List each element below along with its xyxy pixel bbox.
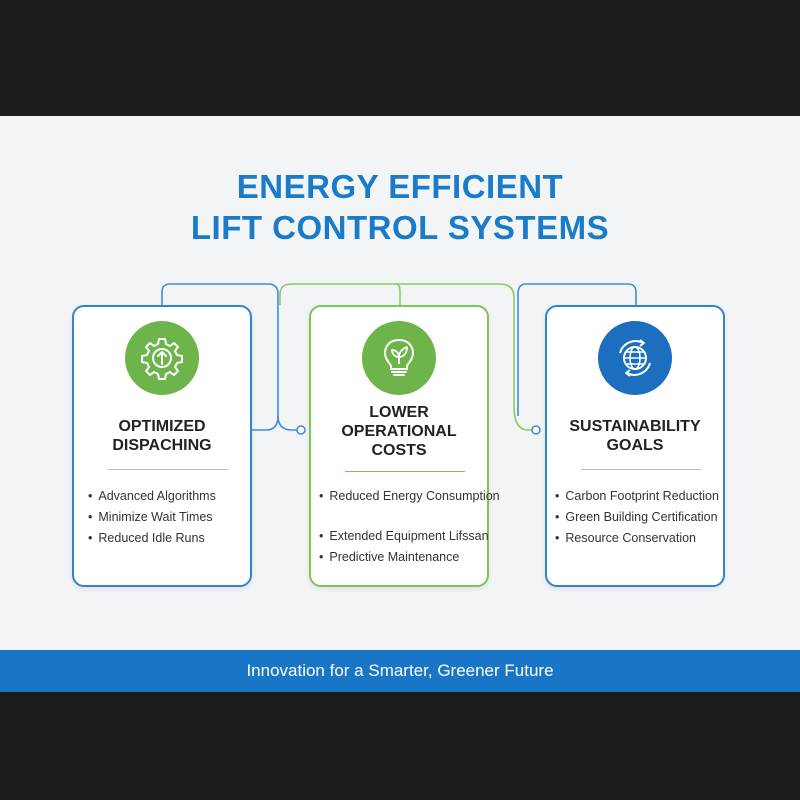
- footer-banner: Innovation for a Smarter, Greener Future: [0, 650, 800, 692]
- lightbulb-leaf-icon: [383, 338, 415, 376]
- title-line-1: ENERGY EFFICIENT: [236, 168, 564, 205]
- card-title: OPTIMIZED DISPACHING: [112, 418, 212, 454]
- footer-text: Innovation for a Smarter, Greener Future: [246, 661, 554, 680]
- list-item: Green Building Certification: [555, 507, 719, 528]
- list-item: Reduced Idle Runs: [88, 528, 246, 549]
- icon-circle-gear: [125, 321, 199, 395]
- card-divider: [108, 469, 228, 470]
- connector-node-left: [296, 425, 306, 435]
- list-item: Predictive Maintenance: [319, 547, 483, 568]
- list-item: Reduced Energy Consumption: [319, 486, 499, 507]
- globe-cycle-icon: [619, 339, 651, 377]
- gear-up-arrow-icon: [141, 338, 183, 380]
- card-bullet-list: Reduced Energy Consumption Extended Equi…: [319, 486, 499, 568]
- list-item: Advanced Algorithms: [88, 486, 246, 507]
- card-lower-operational-costs: LOWER OPERATIONAL COSTS Reduced Energy C…: [309, 305, 500, 587]
- card-title: SUSTAINABILITY GOALS: [569, 418, 701, 454]
- connector-green-top: [279, 283, 401, 305]
- card-divider: [345, 471, 465, 472]
- card-bullet-list: Advanced Algorithms Minimize Wait Times …: [88, 486, 246, 549]
- connector-blue-left-side: [252, 415, 279, 431]
- list-item: Minimize Wait Times: [88, 507, 246, 528]
- list-item: Extended Equipment Lifssan: [319, 526, 488, 547]
- card-bullet-list: Carbon Footprint Reduction Green Buildin…: [555, 486, 719, 549]
- card-optimized-dispatching: OPTIMIZED DISPACHING Advanced Algorithms…: [72, 305, 252, 587]
- title-line-2: LIFT CONTROL SYSTEMS: [190, 209, 610, 246]
- icon-circle-bulb: [362, 321, 436, 395]
- connector-green-right: [395, 283, 536, 431]
- page-title: ENERGY EFFICIENT LIFT CONTROL SYSTEMS: [0, 166, 800, 248]
- connector-blue-left: [161, 283, 300, 431]
- card-sustainability-goals: SUSTAINABILITY GOALS Carbon Footprint Re…: [545, 305, 725, 587]
- connector-lines: [161, 283, 637, 435]
- list-item: Resource Conservation: [555, 528, 719, 549]
- icon-circle-globe: [598, 321, 672, 395]
- card-title: LOWER OPERATIONAL COSTS: [341, 404, 457, 459]
- infographic-slide: ENERGY EFFICIENT LIFT CONTROL SYSTEMS OP…: [0, 116, 800, 692]
- list-item: Carbon Footprint Reduction: [555, 486, 719, 507]
- connector-blue-right: [517, 283, 637, 416]
- connector-node-right: [531, 425, 541, 435]
- card-divider: [581, 469, 701, 470]
